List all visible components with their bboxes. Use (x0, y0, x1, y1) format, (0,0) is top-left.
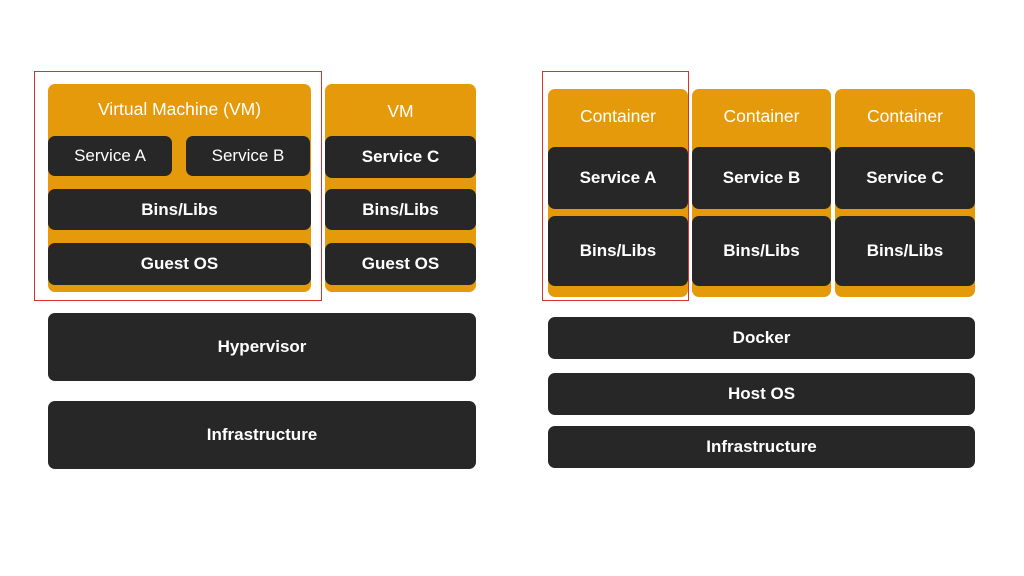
vm-1-bins-libs: Bins/Libs (48, 189, 311, 230)
hypervisor-layer: Hypervisor (48, 313, 476, 381)
container-1-bins-libs: Bins/Libs (548, 216, 688, 286)
docker-layer: Docker (548, 317, 975, 359)
container-3-title: Container (867, 105, 943, 126)
container-3-service: Service C (835, 147, 975, 209)
vm-2-guest-os: Guest OS (325, 243, 476, 285)
container-3-bins-libs: Bins/Libs (835, 216, 975, 286)
vm-1-highlight-frame (34, 71, 322, 301)
container-2-title: Container (723, 105, 800, 126)
vm-2-bins-libs: Bins/Libs (325, 189, 476, 230)
container-2-bins-libs: Bins/Libs (692, 216, 831, 286)
host-os-layer: Host OS (548, 373, 975, 415)
vm-1-title: Virtual Machine (VM) (97, 98, 262, 119)
container-architecture: Container Service A Bins/Libs Container … (512, 0, 1024, 576)
container-2-service: Service B (692, 147, 831, 209)
vm-infrastructure-layer: Infrastructure (48, 401, 476, 469)
vm-1-service-b: Service B (186, 136, 310, 176)
vm-1-guest-os: Guest OS (48, 243, 311, 285)
vm-2-title: VM (387, 100, 414, 121)
container-1-service: Service A (548, 147, 688, 209)
vm-1-service-a: Service A (48, 136, 172, 176)
vm-architecture: Virtual Machine (VM) Service A Service B… (34, 71, 476, 469)
container-infrastructure-layer: Infrastructure (548, 426, 975, 468)
container-1-highlight-frame (542, 71, 689, 301)
vm-2-service-c: Service C (325, 136, 476, 178)
container-1-title: Container (580, 105, 656, 126)
